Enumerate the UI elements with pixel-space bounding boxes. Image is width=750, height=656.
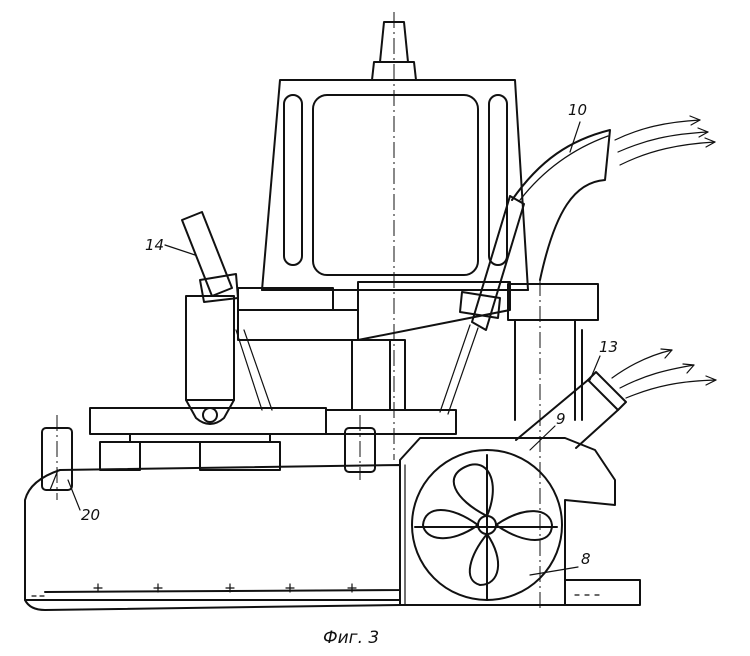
label-13: 13 [599,338,619,356]
cab [261,79,529,291]
label-9: 9 [556,410,566,428]
tractor-body [237,281,599,421]
platform [41,407,457,491]
blade-bolts [31,583,357,597]
discharge-chute-10 [511,129,611,281]
roof-beacon [371,21,417,81]
leader-lines [67,121,601,576]
flow-arrows-right [611,348,717,399]
rotor-housing-9 [399,437,641,606]
label-14: 14 [145,236,165,254]
label-8: 8 [581,550,591,568]
label-10: 10 [568,101,588,119]
side-chute-13 [515,371,627,449]
center-axes [56,12,541,610]
figure-caption: Фиг. 3 [323,628,380,648]
hydraulic-cylinder-right [439,195,525,415]
label-20: 20 [81,506,101,524]
impeller-8 [414,454,558,601]
hydraulic-cylinder-14 [181,211,273,425]
front-blade-20 [24,464,401,611]
flow-arrows-top [614,115,716,166]
